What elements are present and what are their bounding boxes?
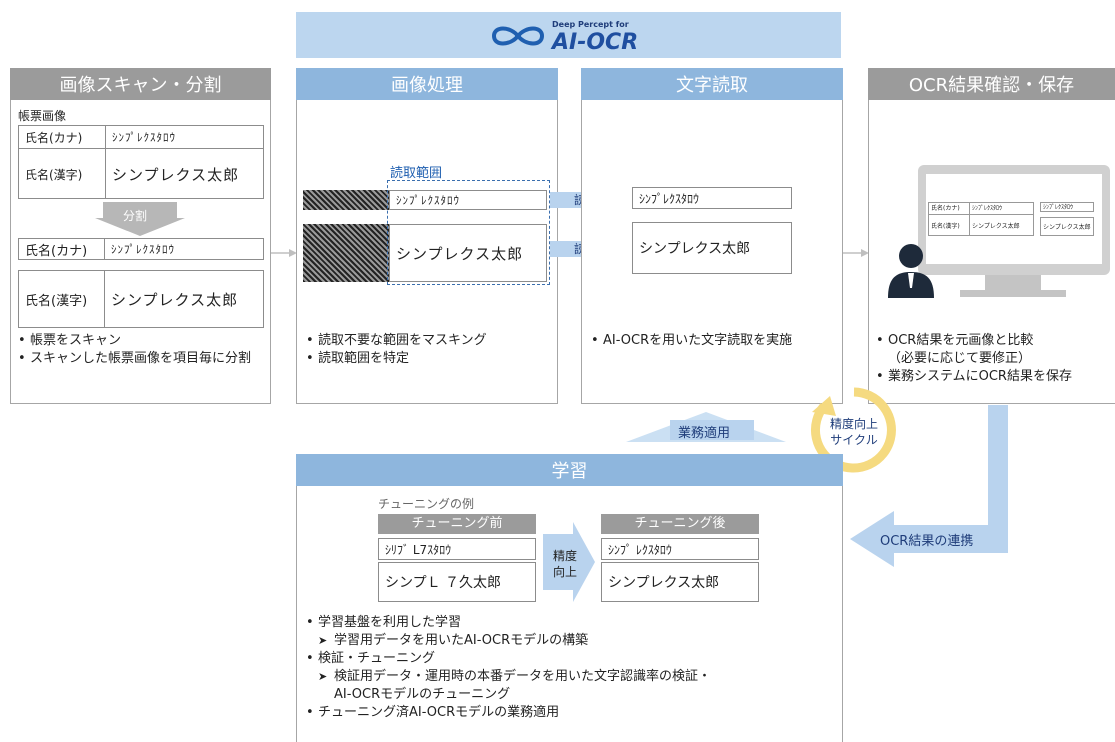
- learn-bullet-2: 検証・チューニング: [306, 650, 836, 668]
- range-dashed-box: [387, 180, 550, 285]
- cycle-line-1: 精度向上: [829, 417, 878, 431]
- logo-mark-icon: [491, 26, 545, 46]
- range-label: 読取範囲: [390, 166, 443, 181]
- screen-kana-result: ｼﾝﾌﾟﾚｸｽﾀﾛｳ: [1040, 202, 1094, 212]
- screen-kana-label: 氏名(カナ): [929, 203, 970, 214]
- split-down-arrow-icon: [95, 202, 185, 236]
- apply-label-box: [670, 420, 754, 440]
- after-kana-field: ｼﾝﾌﾟ ﾚｸｽﾀﾛｳ: [601, 538, 759, 560]
- improve-line-2: 向上: [552, 565, 577, 579]
- logo-large-text: AI-OCR: [552, 30, 639, 55]
- screen-kanji-value: シンプレクス太郎: [972, 223, 1020, 230]
- form-kana-value: ｼﾝﾌﾟﾚｸｽﾀﾛｳ: [112, 131, 176, 144]
- learn-bullet-1: 学習基盤を利用した学習: [306, 614, 836, 632]
- process-bullets: 読取不要な範囲をマスキング 読取範囲を特定: [306, 332, 556, 368]
- improve-line-1: 精度: [552, 549, 577, 563]
- mask-block-1: [303, 190, 389, 210]
- confirm-bullets: OCR結果を元画像と比較 （必要に応じて要修正） 業務システムにOCR結果を保存: [876, 332, 1115, 386]
- monitor-screen: [926, 174, 1102, 264]
- scan-bullet-1: 帳票をスキャン: [18, 332, 268, 350]
- doc-label: 帳票画像: [18, 109, 67, 123]
- read-bullet-1: AI-OCRを用いた文字読取を実施: [591, 332, 826, 350]
- process-bullet-2: 読取範囲を特定: [306, 350, 556, 368]
- mask-block-2: [303, 224, 389, 282]
- confirm-bullet-2: 業務システムにOCR結果を保存: [876, 368, 1115, 386]
- logo-banner: [296, 12, 841, 58]
- split-kana-value: ｼﾝﾌﾟﾚｸｽﾀﾛｳ: [111, 243, 175, 256]
- cycle-icon: [810, 387, 896, 473]
- after-kanji-text: シンプレクス太郎: [608, 575, 720, 591]
- return-arrow-icon: [850, 405, 1008, 567]
- process-kana-value: ｼﾝﾌﾟﾚｸｽﾀﾛｳ: [396, 194, 460, 207]
- read-header: 文字読取: [581, 68, 843, 100]
- process-bullet-1: 読取不要な範囲をマスキング: [306, 332, 556, 350]
- split-kana-label: 氏名(カナ): [19, 239, 105, 259]
- apply-label: 業務適用: [678, 426, 731, 441]
- split-label: 分割: [123, 209, 148, 223]
- learn-bullet-3: チューニング済AI-OCRモデルの業務適用: [306, 704, 836, 722]
- process-kana-field: ｼﾝﾌﾟﾚｸｽﾀﾛｳ: [389, 190, 547, 210]
- flow-arrow-2-icon: [843, 249, 869, 257]
- screen-kanji-result: シンプレクス太郎: [1040, 217, 1094, 236]
- link-label: OCR結果の連携: [880, 534, 974, 549]
- before-kanji-text: シンプＬ ７久太郎: [385, 575, 502, 591]
- screen-kanji-label: 氏名(漢字): [929, 215, 970, 236]
- doc-form: 氏名(カナ) ｼﾝﾌﾟﾚｸｽﾀﾛｳ 氏名(漢字) シンプレクス太郎: [18, 125, 264, 199]
- scan-bullets: 帳票をスキャン スキャンした帳票画像を項目毎に分割: [18, 332, 268, 368]
- confirm-bullet-1b: （必要に応じて要修正）: [888, 351, 1032, 366]
- form-kanji-value: シンプレクス太郎: [112, 165, 240, 184]
- split-kanji-label: 氏名(漢字): [19, 271, 105, 327]
- read-bullets: AI-OCRを用いた文字読取を実施: [591, 332, 826, 350]
- monitor-stand: [985, 275, 1041, 291]
- process-kanji-value: シンプレクス太郎: [396, 244, 524, 263]
- form-kana-label: 氏名(カナ): [19, 126, 106, 148]
- learn-bullet-1-sub: 学習用データを用いたAI-OCRモデルの構築: [306, 632, 836, 650]
- split-kanji-field: 氏名(漢字) シンプレクス太郎: [18, 270, 264, 328]
- scan-header: 画像スキャン・分割: [10, 68, 271, 100]
- improve-arrow-icon: [543, 522, 595, 602]
- learn-bullets: 学習基盤を利用した学習 学習用データを用いたAI-OCRモデルの構築 検証・チュ…: [306, 614, 836, 722]
- scan-bullet-2: スキャンした帳票画像を項目毎に分割: [18, 350, 268, 368]
- learn-bullet-2-sub-2: AI-OCRモデルのチューニング: [334, 687, 511, 702]
- confirm-bullet-1: OCR結果を元画像と比較: [876, 332, 1115, 350]
- split-kanji-value: シンプレクス太郎: [111, 290, 239, 309]
- after-kanji-field: シンプレクス太郎: [601, 562, 759, 602]
- before-kanji-field: シンプＬ ７久太郎: [378, 562, 536, 602]
- screen-kana-value: ｼﾝﾌﾟﾚｸｽﾀﾛｳ: [972, 205, 1003, 212]
- cycle-text: 精度向上 サイクル: [818, 416, 890, 448]
- before-header: チューニング前: [378, 514, 536, 534]
- logo-small-text: Deep Percept for: [552, 20, 629, 29]
- before-kana-field: ｼﾘﾌﾞ L7ｽﾀﾛｳ: [378, 538, 536, 560]
- screen-form: 氏名(カナ) ｼﾝﾌﾟﾚｸｽﾀﾛｳ 氏名(漢字) シンプレクス太郎: [928, 202, 1034, 236]
- cycle-line-2: サイクル: [830, 433, 878, 447]
- after-header: チューニング後: [601, 514, 759, 534]
- process-kanji-field: シンプレクス太郎: [389, 224, 547, 282]
- learn-bullet-2-sub-1: 検証用データ・運用時の本番データを用いた文字認識率の検証・: [306, 668, 836, 686]
- read-kanji-result-text: シンプレクス太郎: [639, 241, 751, 257]
- confirm-header: OCR結果確認・保存: [868, 68, 1115, 100]
- read-kana-result-text: ｼﾝﾌﾟﾚｸｽﾀﾛｳ: [639, 191, 700, 206]
- form-kanji-label: 氏名(漢字): [19, 149, 106, 199]
- user-icon: [888, 244, 934, 298]
- improve-text: 精度 向上: [548, 548, 582, 580]
- before-kana-text: ｼﾘﾌﾞ L7ｽﾀﾛｳ: [385, 542, 452, 557]
- process-header: 画像処理: [296, 68, 558, 100]
- tuning-example-label: チューニングの例: [378, 497, 475, 511]
- learn-header: 学習: [296, 454, 843, 486]
- monitor-base: [960, 290, 1066, 297]
- read-kanji-result: シンプレクス太郎: [632, 222, 792, 274]
- read-kana-result: ｼﾝﾌﾟﾚｸｽﾀﾛｳ: [632, 187, 792, 209]
- after-kana-text: ｼﾝﾌﾟ ﾚｸｽﾀﾛｳ: [608, 542, 672, 557]
- split-kana-field: 氏名(カナ) ｼﾝﾌﾟﾚｸｽﾀﾛｳ: [18, 238, 264, 260]
- flow-arrow-icon: [271, 249, 297, 257]
